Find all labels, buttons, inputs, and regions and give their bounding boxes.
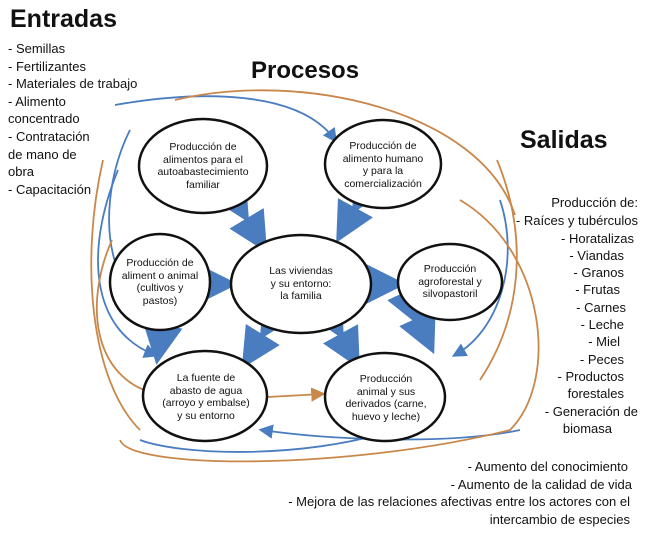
node-text: La fuente de <box>176 372 236 384</box>
salidas-bottom-item: - Aumento del conocimiento <box>467 459 628 474</box>
node-text: Producción de <box>169 141 237 153</box>
entradas-title: Entradas <box>10 5 117 33</box>
salidas-item: - Frutas <box>575 282 620 298</box>
node-text: pastos) <box>142 294 178 307</box>
connector-orange-right <box>479 159 518 381</box>
node-agroforestal <box>396 242 504 322</box>
salidas-item: - Miel <box>588 334 620 350</box>
procesos-title: Procesos <box>251 57 360 84</box>
label-center: Las viviendas y su entorno: la familia <box>240 260 362 308</box>
connector-orange-mid <box>267 387 326 402</box>
node-text: Las viviendas <box>269 265 333 278</box>
salidas-header: Producción de: <box>551 195 638 210</box>
entradas-item: - Capacitación <box>8 181 92 197</box>
node-text: Producción <box>423 263 477 276</box>
arrow-center-topright <box>336 169 390 243</box>
label-alimento-animal: Producción de aliment o animal (cultivos… <box>112 245 208 319</box>
node-text: autoabastecimiento <box>157 166 249 178</box>
node-text: animal y sus <box>356 385 416 398</box>
node-text: agroforestal y <box>418 275 482 288</box>
salidas-list: Producción de: - Raíces y tubérculos - H… <box>516 194 638 437</box>
arrow-left-to-bottomleft <box>142 297 187 365</box>
connector-orange-top <box>174 89 516 216</box>
connector-orange-big <box>119 199 540 463</box>
label-animal: Producción animal y sus derivados (carne… <box>330 361 442 435</box>
arrow-center-bottomleft <box>241 294 298 369</box>
thick-arrows <box>142 169 436 369</box>
salidas-bottom-list: - Aumento del conocimiento - Aumento de … <box>288 458 632 528</box>
arrow-right-to-bottomright <box>387 283 436 355</box>
connector-input-left <box>108 129 131 276</box>
entradas-item: - Contratación <box>8 128 90 144</box>
node-text: aliment o animal <box>121 269 199 282</box>
node-text: y para la <box>362 165 404 177</box>
arrow-center-bottomright <box>306 295 360 369</box>
salidas-item: - Horatalizas <box>561 230 634 246</box>
node-text: alimento humano <box>342 152 424 165</box>
label-agua: La fuente de abasto de agua (arroyo y em… <box>148 360 264 434</box>
salidas-item: - Productos <box>557 368 624 384</box>
connector-input-top <box>114 95 338 143</box>
node-text: alimentos para el <box>163 153 243 166</box>
entradas-item: - Materiales de trabajo <box>8 76 138 92</box>
node-text: huevo y leche) <box>351 410 421 423</box>
entradas-list: - Semillas - Fertilizantes - Materiales … <box>8 40 137 198</box>
connector-orange-arc <box>90 159 141 431</box>
node-text: abasto de agua <box>169 384 243 397</box>
node-center <box>229 233 373 335</box>
salidas-item-cont: forestales <box>567 386 624 402</box>
node-text: silvopastoril <box>422 288 478 301</box>
entradas-item: - Fertilizantes <box>8 58 87 74</box>
salidas-bottom-item: - Mejora de las relaciones afectivas ent… <box>288 494 630 509</box>
salidas-item: - Carnes <box>576 299 626 315</box>
node-animal <box>323 351 447 443</box>
node-text: familiar <box>186 178 220 191</box>
arrow-center-topleft <box>211 177 268 253</box>
salidas-bottom-item: - Aumento de la calidad de vida <box>450 476 632 492</box>
node-text: comercialización <box>344 177 422 190</box>
entradas-item-cont: obra <box>8 164 35 180</box>
salidas-title: Salidas <box>520 126 608 154</box>
node-text: derivados (carne, <box>345 398 427 410</box>
node-agua <box>141 349 269 443</box>
entradas-item-cont: de mano de <box>8 146 77 162</box>
node-text: Producción de <box>349 140 417 152</box>
salidas-item: - Viandas <box>569 247 624 263</box>
label-comercializacion: Producción de alimento humano y para la … <box>328 128 438 202</box>
salidas-item: - Peces <box>579 351 624 367</box>
salidas-item-cont: biomasa <box>562 420 612 436</box>
salidas-item: - Raíces y tubérculos <box>515 213 638 229</box>
connector-bottom-return <box>139 429 396 453</box>
connector-orange-left <box>95 239 161 396</box>
entradas-item: - Semillas <box>8 41 66 56</box>
salidas-bottom-item-cont: intercambio de especies <box>489 511 630 527</box>
node-autoabastecimiento <box>137 117 269 215</box>
salidas-item: - Leche <box>580 317 624 333</box>
node-text: (cultivos y <box>136 282 184 294</box>
node-text: y su entorno: <box>270 277 332 290</box>
node-comercializacion <box>323 118 443 210</box>
entradas-item: - Alimento <box>8 93 66 109</box>
salidas-item: - Granos <box>573 265 624 281</box>
node-alimento-animal <box>108 232 212 332</box>
node-text: la familia <box>280 290 322 303</box>
orange-connectors <box>90 89 540 463</box>
label-agroforestal: Producción agroforestal y silvopastoril <box>403 258 497 306</box>
entradas-item-cont: concentrado <box>8 111 80 127</box>
node-text: y su entorno <box>177 409 235 422</box>
label-autoabastecimiento: Producción de alimentos para el autoabas… <box>143 127 263 205</box>
nodes <box>108 117 504 443</box>
salidas-item: - Generación de <box>544 403 638 419</box>
node-text: (arroyo y embalse) <box>162 397 250 409</box>
node-text: Producción <box>359 373 413 385</box>
node-text: Producción de <box>126 257 194 269</box>
